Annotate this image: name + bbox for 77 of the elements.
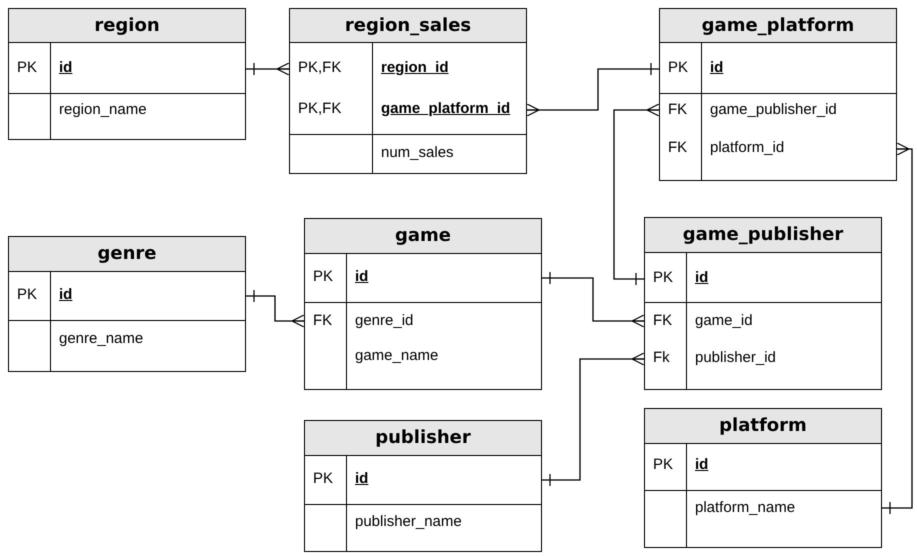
- relationship-line: [246, 62, 290, 76]
- table-row: [659, 93, 897, 130]
- entity-table: [304, 218, 542, 390]
- key-label: FK: [313, 312, 332, 330]
- table-title: game_platform: [659, 8, 897, 43]
- key-label: PK: [313, 470, 334, 488]
- column-name: id: [355, 268, 368, 286]
- relationship-line: [246, 289, 305, 328]
- table-row: [304, 254, 542, 302]
- key-label: FK: [653, 312, 672, 330]
- table-row: [8, 272, 246, 320]
- relationship-line: [542, 271, 645, 328]
- column-name: id: [710, 59, 724, 77]
- column-name: game_name: [355, 347, 438, 365]
- relationship-line: [526, 62, 659, 117]
- table-title: publisher: [304, 420, 542, 456]
- entity-table: [304, 420, 542, 552]
- entity-table: [659, 8, 897, 181]
- relationship-line: [542, 352, 645, 487]
- key-label: PK: [313, 268, 334, 286]
- table-row: [659, 43, 897, 93]
- column-name: game_id: [695, 312, 753, 330]
- column-name: platform_id: [710, 139, 784, 157]
- column-name: region_id: [381, 59, 449, 77]
- table-title: region_sales: [289, 8, 527, 43]
- key-label: PK,FK: [298, 59, 342, 77]
- column-name: id: [695, 269, 708, 287]
- column-name: game_platform_id: [381, 100, 510, 118]
- key-label: FK: [668, 101, 688, 119]
- column-name: num_sales: [381, 144, 454, 162]
- key-label: Fk: [653, 349, 670, 367]
- key-label: PK: [17, 286, 38, 304]
- table-row: [644, 490, 882, 548]
- key-label: PK: [653, 456, 674, 474]
- table-row: [289, 43, 527, 90]
- table-row: [644, 302, 882, 340]
- table-title: genre: [8, 236, 246, 272]
- column-name: platform_name: [695, 499, 796, 517]
- table-title: game_publisher: [644, 217, 882, 253]
- key-label: PK: [17, 59, 38, 77]
- column-name: id: [695, 456, 708, 474]
- table-row: [289, 134, 527, 174]
- key-label: PK: [653, 269, 674, 287]
- table-row: [659, 130, 897, 181]
- table-title: platform: [644, 408, 882, 444]
- table-row: [304, 340, 542, 390]
- table-row: [8, 320, 246, 372]
- entity-table: [8, 8, 246, 140]
- key-label: FK: [668, 139, 688, 157]
- table-row: [304, 456, 542, 504]
- table-row: [644, 253, 882, 302]
- column-name: genre_id: [355, 312, 414, 330]
- column-name: id: [59, 59, 72, 77]
- table-row: [644, 444, 882, 490]
- column-name: genre_name: [59, 330, 144, 348]
- column-name: game_publisher_id: [710, 101, 837, 119]
- table-row: [304, 504, 542, 552]
- entity-table: [644, 217, 882, 390]
- column-name: id: [355, 470, 368, 488]
- entity-table: [8, 236, 246, 372]
- entity-table: [289, 8, 527, 174]
- table-row: [304, 302, 542, 340]
- table-row: [289, 90, 527, 134]
- column-name: publisher_id: [695, 349, 776, 367]
- relationship-line: [613, 103, 660, 286]
- column-name: region_name: [59, 101, 147, 119]
- table-row: [8, 43, 246, 93]
- entity-table: [644, 408, 882, 548]
- table-row: [8, 93, 246, 140]
- column-name: id: [59, 286, 72, 304]
- column-name: publisher_name: [355, 513, 462, 531]
- table-row: [644, 340, 882, 390]
- relationship-line: [882, 142, 913, 515]
- key-label: PK,FK: [298, 100, 342, 118]
- table-title: region: [8, 8, 246, 43]
- table-title: game: [304, 218, 542, 254]
- key-label: PK: [668, 59, 688, 77]
